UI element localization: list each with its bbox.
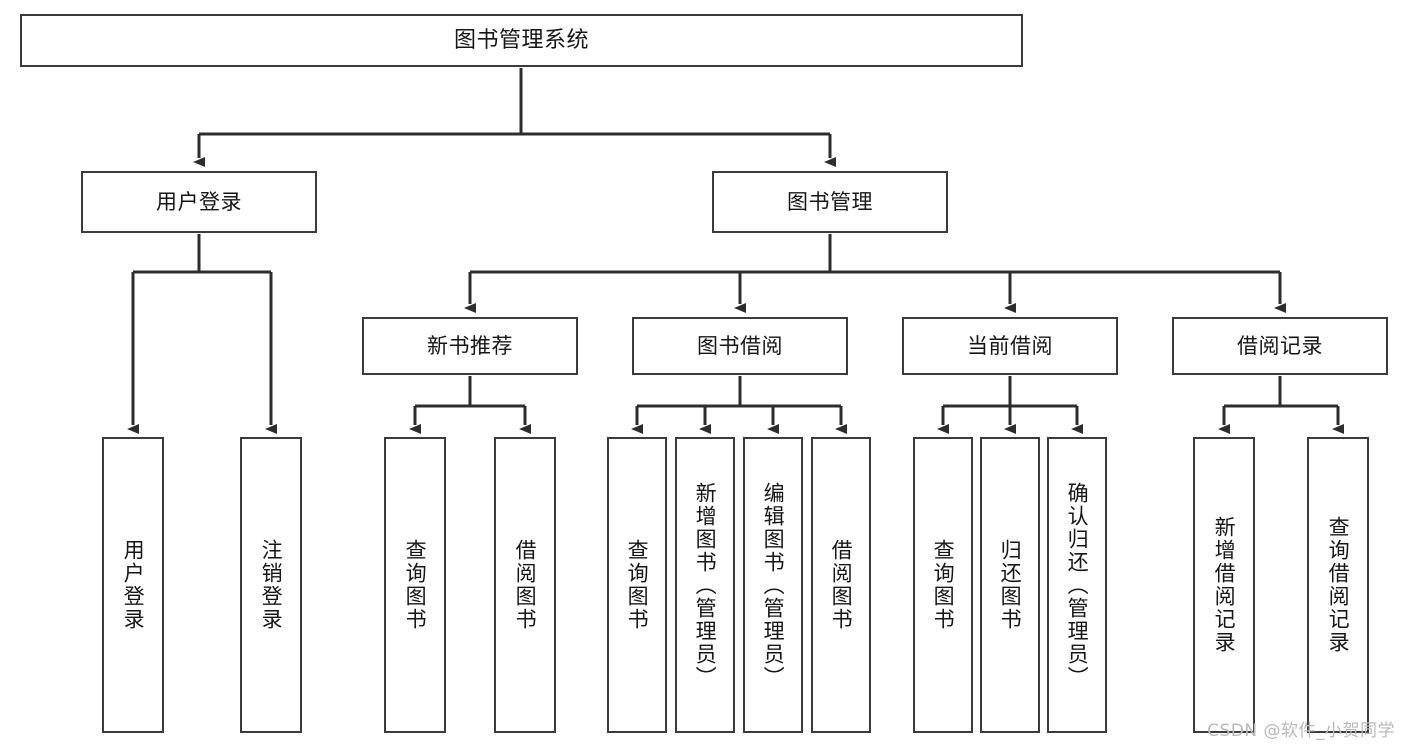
- node-leaf-user-logout-label: 注销登录: [259, 539, 284, 631]
- node-leaf-query-borrow-record-label: 查询借阅记录: [1326, 516, 1351, 654]
- node-leaf-add-book-label: 新增图书（管理员）: [693, 481, 718, 689]
- node-leaf-confirm-return-label: 确认归还（管理员）: [1065, 481, 1090, 689]
- node-current-borrow[interactable]: 当前借阅: [902, 317, 1118, 375]
- node-leaf-add-book[interactable]: 新增图书（管理员）: [675, 437, 735, 733]
- node-leaf-borrow-book-2[interactable]: 借阅图书: [811, 437, 871, 733]
- node-leaf-query-book-3-label: 查询图书: [931, 539, 956, 631]
- node-borrow-record-label: 借阅记录: [1237, 333, 1323, 358]
- node-book-borrow-label: 图书借阅: [697, 333, 783, 358]
- node-user-login-label: 用户登录: [156, 189, 242, 214]
- node-leaf-query-book-1-label: 查询图书: [403, 539, 428, 631]
- node-leaf-add-borrow-record[interactable]: 新增借阅记录: [1193, 437, 1255, 733]
- node-leaf-edit-book-label: 编辑图书（管理员）: [761, 481, 786, 689]
- node-borrow-record[interactable]: 借阅记录: [1172, 317, 1388, 375]
- node-leaf-return-book-label: 归还图书: [998, 539, 1023, 631]
- node-current-borrow-label: 当前借阅: [967, 333, 1053, 358]
- node-leaf-confirm-return[interactable]: 确认归还（管理员）: [1047, 437, 1107, 733]
- node-leaf-borrow-book-1-label: 借阅图书: [513, 539, 538, 631]
- node-leaf-query-book-1[interactable]: 查询图书: [384, 437, 446, 733]
- node-book-manage-label: 图书管理: [787, 189, 873, 214]
- node-leaf-add-borrow-record-label: 新增借阅记录: [1212, 516, 1237, 654]
- node-leaf-query-borrow-record[interactable]: 查询借阅记录: [1307, 437, 1369, 733]
- node-leaf-query-book-3[interactable]: 查询图书: [913, 437, 973, 733]
- node-root[interactable]: 图书管理系统: [20, 14, 1023, 67]
- node-leaf-borrow-book-2-label: 借阅图书: [829, 539, 854, 631]
- node-leaf-query-book-2[interactable]: 查询图书: [607, 437, 667, 733]
- csdn-watermark: CSDN @软件_小贺同学: [1207, 721, 1395, 741]
- node-user-login[interactable]: 用户登录: [81, 171, 317, 233]
- node-leaf-borrow-book-1[interactable]: 借阅图书: [494, 437, 556, 733]
- node-leaf-user-login-label: 用户登录: [121, 539, 146, 631]
- node-leaf-return-book[interactable]: 归还图书: [980, 437, 1040, 733]
- node-book-manage[interactable]: 图书管理: [712, 171, 948, 233]
- node-leaf-user-login[interactable]: 用户登录: [102, 437, 164, 733]
- node-leaf-user-logout[interactable]: 注销登录: [240, 437, 302, 733]
- node-new-book-recommendation[interactable]: 新书推荐: [362, 317, 578, 375]
- node-leaf-edit-book[interactable]: 编辑图书（管理员）: [743, 437, 803, 733]
- node-leaf-query-book-2-label: 查询图书: [625, 539, 650, 631]
- node-book-borrow[interactable]: 图书借阅: [632, 317, 848, 375]
- node-new-book-recommendation-label: 新书推荐: [427, 333, 513, 358]
- node-root-label: 图书管理系统: [453, 27, 589, 53]
